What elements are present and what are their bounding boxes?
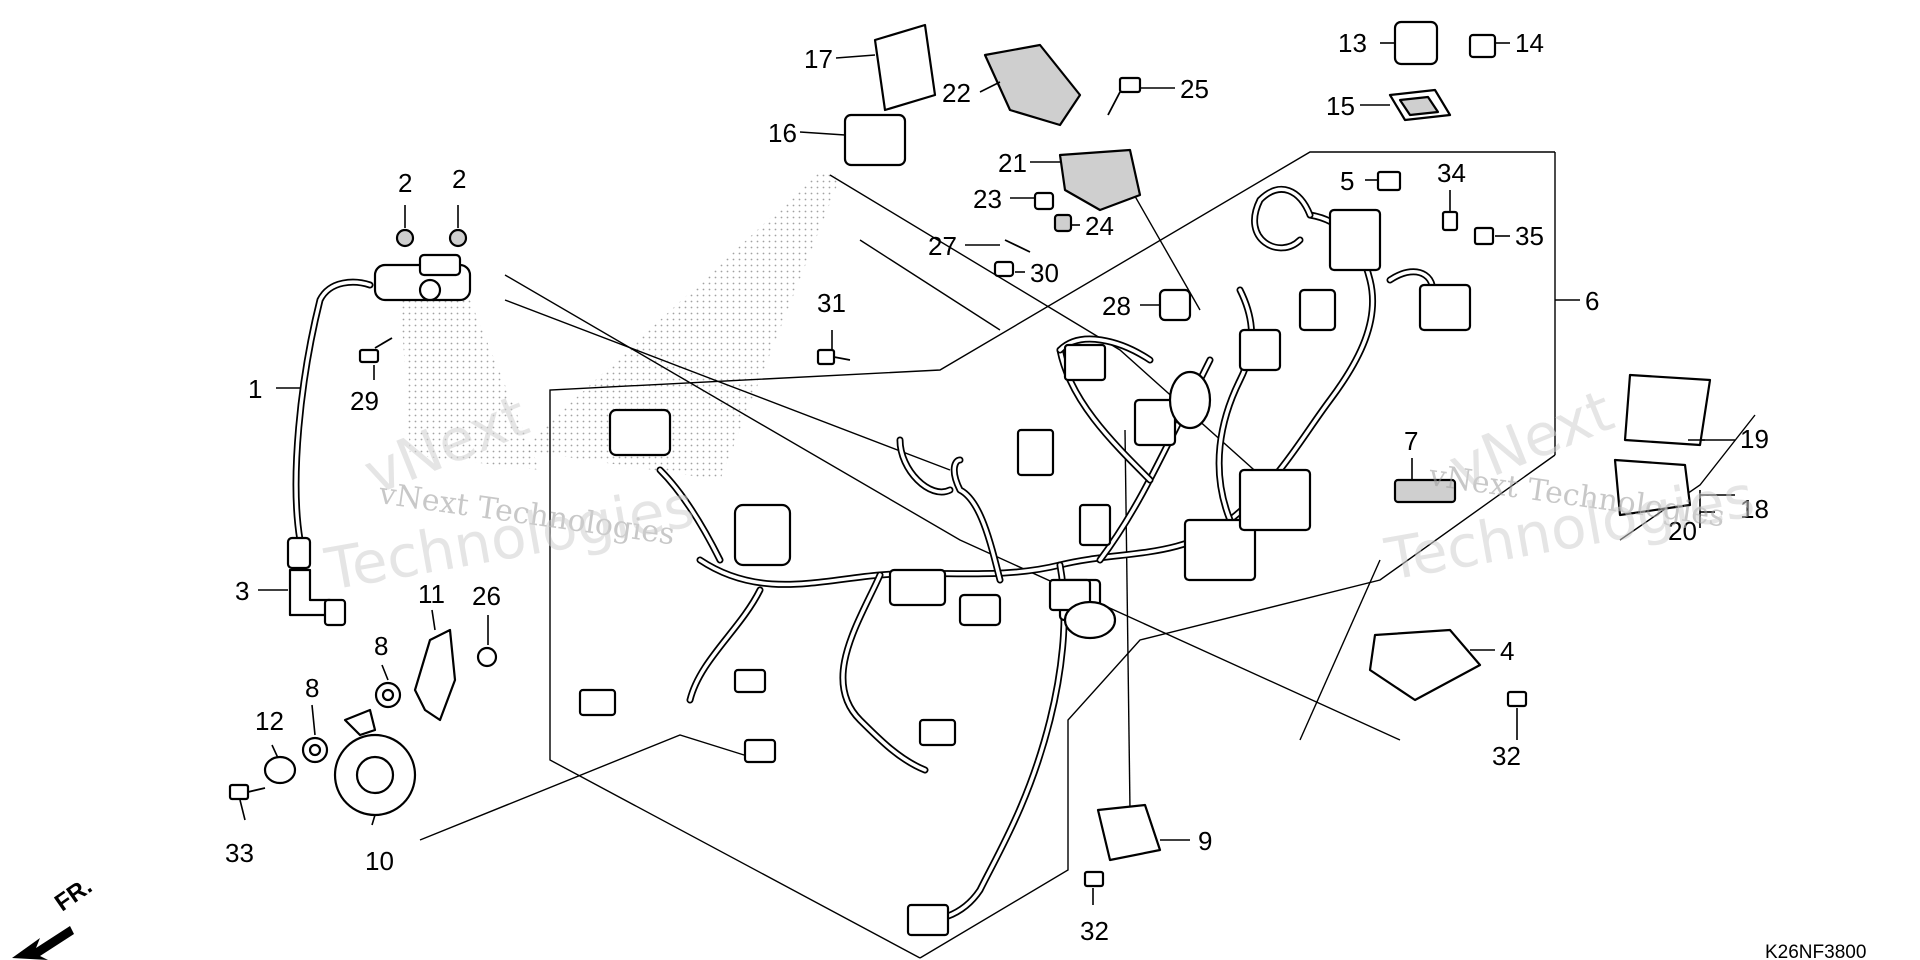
nut-2b [448,228,468,248]
bolt-33 [228,783,266,801]
bolt-32b [1083,870,1105,888]
clip-30 [993,260,1015,278]
callout-3: 3 [235,576,249,606]
callout-33: 33 [225,838,254,868]
callout-2a: 2 [398,168,412,198]
sensor-9 [1096,803,1162,862]
clip-26 [476,646,498,668]
callout-29: 29 [350,386,379,416]
fuse-5 [1376,170,1402,192]
bracket-11 [413,628,457,722]
callout-10: 10 [365,846,394,876]
callout-32a: 32 [1492,741,1521,771]
unit-18 [1613,458,1692,517]
nut-2a [395,228,415,248]
callout-12: 12 [255,706,284,736]
callout-28: 28 [1102,291,1131,321]
connector-28 [1158,288,1192,322]
callout-5: 5 [1340,166,1354,196]
callout-25: 25 [1180,74,1209,104]
relay-16 [843,113,907,167]
callout-32b: 32 [1080,916,1109,946]
fuse-34 [1441,210,1459,232]
callout-35: 35 [1515,221,1544,251]
callout-1: 1 [248,374,262,404]
cover-22 [983,43,1082,127]
callout-26: 26 [472,581,501,611]
callout-15: 15 [1326,91,1355,121]
bracket-21 [1058,148,1142,212]
dotted-leader-fan-16 [520,170,840,480]
callout-30: 30 [1030,258,1059,288]
callout-4: 4 [1500,636,1514,666]
callout-34: 34 [1437,158,1466,188]
collar-12 [263,755,297,785]
starter-relay [373,253,472,302]
callout-19: 19 [1740,424,1769,454]
cover-15 [1388,88,1452,122]
bolt-29 [358,337,393,364]
dotted-leader-fan-1 [400,290,540,470]
horn-10 [333,708,417,817]
cover-17 [873,23,937,112]
callout-17: 17 [804,44,833,74]
callout-8a: 8 [374,631,388,661]
harness-connectors [578,208,1472,937]
relay-13 [1393,20,1439,66]
pin-27 [1004,239,1031,253]
bolt-25 [1107,76,1142,116]
callout-7: 7 [1404,426,1418,456]
callout-6: 6 [1585,286,1599,316]
washer-8b [301,736,329,764]
callout-18: 18 [1740,494,1769,524]
callout-22: 22 [942,78,971,108]
bolt-32a [1506,690,1528,708]
callout-20: 20 [1668,516,1697,546]
front-direction-label: FR. [50,873,97,917]
grommet-23 [1033,191,1055,211]
callout-labels: 1 2 2 3 4 5 6 7 8 8 9 10 11 12 13 14 15 … [225,28,1769,946]
callout-8b: 8 [305,673,319,703]
washer-8a [374,681,402,709]
callout-2b: 2 [452,164,466,194]
fuse-35 [1473,226,1495,246]
callout-11: 11 [418,579,445,609]
callout-23: 23 [973,184,1002,214]
spring-24 [1053,213,1073,233]
connector-7 [1393,478,1457,504]
assembly-boundary-lines [419,151,1756,959]
callout-13: 13 [1338,28,1367,58]
fuse-14 [1468,33,1497,59]
rectifier-4 [1368,628,1482,702]
callout-9: 9 [1198,826,1212,856]
callout-21: 21 [998,148,1027,178]
front-direction-arrow [12,926,74,960]
callout-24: 24 [1085,211,1114,241]
callout-leaders [239,42,1735,905]
callout-14: 14 [1515,28,1544,58]
box-19 [1623,373,1712,447]
callout-31: 31 [817,288,846,318]
bolt-31 [816,348,851,366]
callout-16: 16 [768,118,797,148]
elbow-connector-3 [286,536,347,627]
diagram-code: K26NF3800 [1765,942,1866,960]
callout-27: 27 [928,231,957,261]
